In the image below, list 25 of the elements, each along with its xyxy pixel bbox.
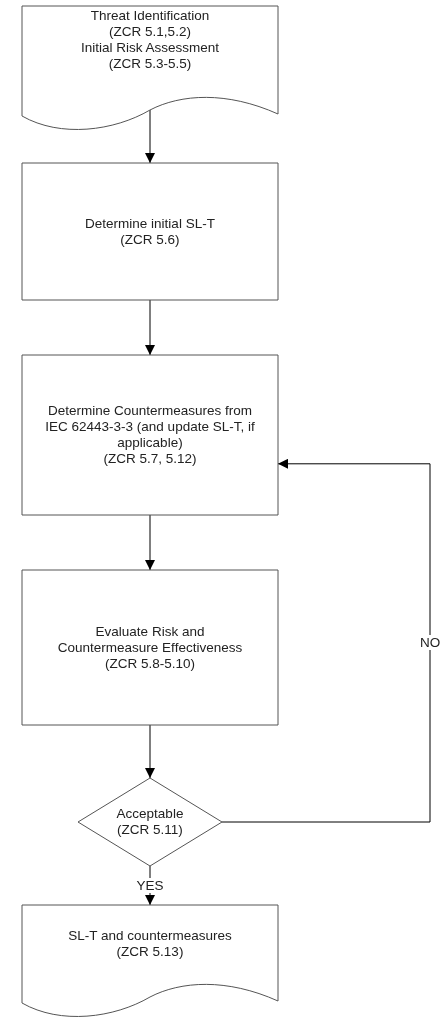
node-text: Threat Identification [90,8,210,24]
process-box [22,163,278,300]
arrow [221,458,431,823]
node-text: Determine Countermeasures from IEC 62443-3-3 (and update SL-T, if applicable) [44,403,256,451]
node-text: (ZCR 5.6) [120,231,180,248]
edge-label: NO [419,635,442,651]
node-text: (ZCR 5.11) [117,822,183,838]
edge-label: YES [135,878,165,893]
decision-diamond [78,778,222,866]
arrow [145,299,155,356]
node-text: (ZCR 5.3-5.5) [108,56,192,72]
node-text: (ZCR 5.1,5.2) [109,24,191,40]
arrow [145,724,155,779]
node-text: (ZCR 5.13) [116,944,184,960]
arrow [145,109,155,164]
node-text: SL-T and countermeasures [68,928,232,944]
node-text: Determine initial SL-T [85,215,215,232]
node-text: (ZCR 5.8-5.10) [105,655,195,672]
node-text: Acceptable [116,806,184,822]
arrow [145,514,155,571]
node-text: Evaluate Risk and Countermeasure Effectiveness [56,623,244,656]
process-box [22,355,278,515]
process-box [22,570,278,725]
node-text: Initial Risk Assessment [80,40,219,56]
node-text: (ZCR 5.7, 5.12) [103,451,197,467]
